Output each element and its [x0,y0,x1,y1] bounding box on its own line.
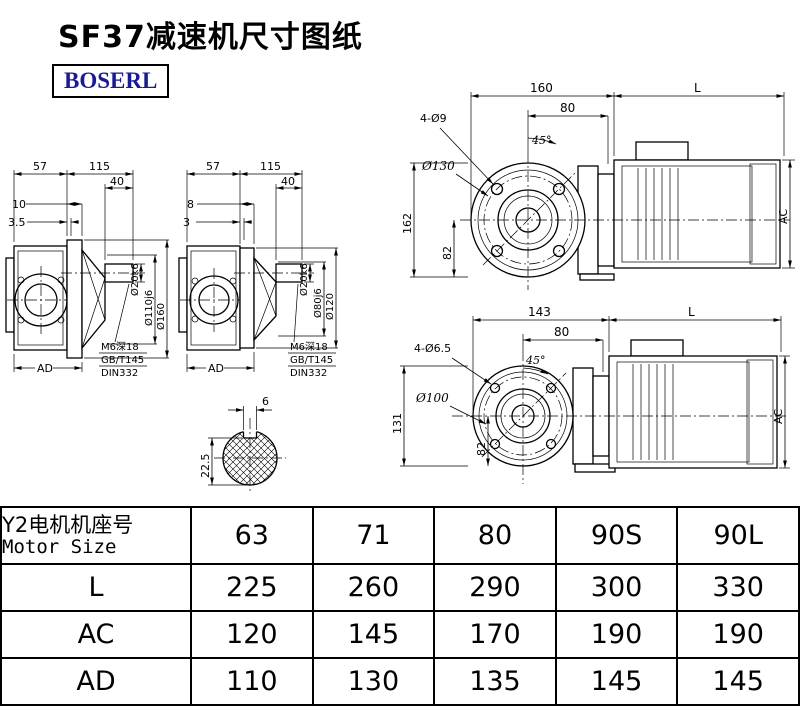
dim-57-label: 57 [33,160,47,173]
table-row-AC: AC 120 145 170 190 190 [0,610,800,659]
dim-82-label: 82 [475,442,488,456]
flange-front-1 [460,152,790,290]
page-title: SF37减速机尺寸图纸 [58,20,363,55]
dimensions-5: 6 22.5 [199,395,272,486]
motor-side-view-2 [572,339,778,473]
note-standard-1: GB/T145 [101,355,144,366]
cell-AC-1: 145 [311,610,436,659]
dimensions-1: 57 115 40 10 3.5 Ø20k6 Ø110j6 Ø160 AD M [8,160,169,379]
cell-L-3: 300 [554,563,679,612]
dim-bolt-circle-label: Ø130 [421,159,455,173]
dim-ac-label: AC [772,409,785,424]
brand-logo: BOSERL [52,64,170,98]
front-view-2: 143 L 80 4-Ø6.5 45° Ø100 131 82 AC [391,305,790,484]
motor-dimension-table: Y2电机机座号 Motor Size 63 71 80 90S 90L L 22… [0,506,800,706]
dim-10-label: 10 [12,198,26,211]
cell-L-4: 330 [676,563,800,612]
dim-8-label: 8 [187,198,194,211]
cell-AC-3: 190 [554,610,679,659]
motor-size-header: Y2电机机座号 Motor Size [0,506,192,565]
dim-3-label: 3 [183,216,190,229]
dim-115-label: 115 [89,160,110,173]
gearbox-outline-2 [178,245,314,351]
dim-82-label: 82 [441,246,454,260]
dim-shaft-dia-label: Ø20k6 [129,263,141,296]
dimensions-3: 160 L 80 4-Ø9 45° Ø130 162 82 AC [401,81,795,278]
dim-40-label: 40 [281,175,295,188]
dim-L-label: L [694,81,701,95]
cell-AC-0: 120 [190,610,314,659]
dim-3-5-label: 3.5 [8,216,26,229]
note-thread-2: M6深18 [290,341,328,353]
col-90S: 90S [554,506,679,565]
dim-143-label: 143 [528,305,551,319]
dim-40-label: 40 [110,175,124,188]
dim-key-width-label: 6 [262,395,269,408]
table-row-L: L 225 260 290 300 330 [0,563,800,612]
dim-shaft-dia-label: Ø20k6 [298,263,310,296]
cell-AD-4: 145 [676,657,800,706]
motor-side-view-1 [577,141,781,281]
dim-bolt-holes-label: 4-Ø6.5 [414,342,451,355]
note-din-2: DIN332 [290,368,327,379]
dim-57-label: 57 [206,160,220,173]
dim-spigot-dia-label: Ø80j6 [312,288,324,318]
flange-front-2 [452,350,788,484]
side-view-2: 57 115 40 8 3 Ø20k6 Ø80j6 Ø120 AD M6深18 [178,160,338,379]
dim-bolt-holes-label: 4-Ø9 [420,112,447,125]
col-90L: 90L [676,506,800,565]
cell-AD-0: 110 [190,657,314,706]
cell-AD-1: 130 [311,657,436,706]
cell-L-2: 290 [433,563,557,612]
note-thread-1: M6深18 [101,341,139,353]
note-din-1: DIN332 [101,368,138,379]
cell-AC-4: 190 [676,610,800,659]
dimensions-4: 143 L 80 4-Ø6.5 45° Ø100 131 82 AC [391,305,790,469]
cell-AC-2: 170 [433,610,557,659]
dim-ac-label: AC [777,209,790,224]
dim-131-label: 131 [391,413,404,434]
side-view-1: 57 115 40 10 3.5 Ø20k6 Ø110j6 Ø160 AD M [5,160,169,379]
dim-key-depth-label: 22.5 [199,454,212,479]
row-label-AC: AC [0,610,192,659]
shaft-section-view: 6 22.5 [199,395,286,494]
dim-angle-label: 45° [531,134,552,147]
note-standard-2: GB/T145 [290,355,333,366]
col-71: 71 [311,506,436,565]
table-row-AD: AD 110 130 135 145 145 [0,657,800,706]
row-label-L: L [0,563,192,612]
gearbox-outline-1 [5,239,145,359]
dim-bolt-circle-label: Ø100 [415,391,449,405]
dimensions-2: 57 115 40 8 3 Ø20k6 Ø80j6 Ø120 AD M6深18 [183,160,338,379]
dim-flange-dia-label: Ø120 [324,293,336,320]
dim-80-label: 80 [554,325,569,339]
row-label-AD: AD [0,657,192,706]
dim-115-label: 115 [260,160,281,173]
dim-flange-dia-label: Ø160 [155,303,167,330]
cell-AD-3: 145 [554,657,679,706]
dim-80-label: 80 [560,101,575,115]
cell-L-0: 225 [190,563,314,612]
dim-ad-label: AD [37,362,53,375]
col-63: 63 [190,506,314,565]
front-view-1: 160 L 80 4-Ø9 45° Ø130 162 82 AC [401,81,795,290]
dim-160-label: 160 [530,81,553,95]
motor-size-header-cn: Y2电机机座号 [2,512,134,537]
cell-L-1: 260 [311,563,436,612]
dim-ad-label: AD [208,362,224,375]
dim-spigot-dia-label: Ø110j6 [143,290,155,326]
motor-size-header-en: Motor Size [2,536,117,559]
cell-AD-2: 135 [433,657,557,706]
dim-162-label: 162 [401,213,414,234]
shaft-section-outline [214,418,286,494]
dim-angle-label: 45° [525,354,546,367]
col-80: 80 [433,506,557,565]
dim-L-label: L [688,305,695,319]
